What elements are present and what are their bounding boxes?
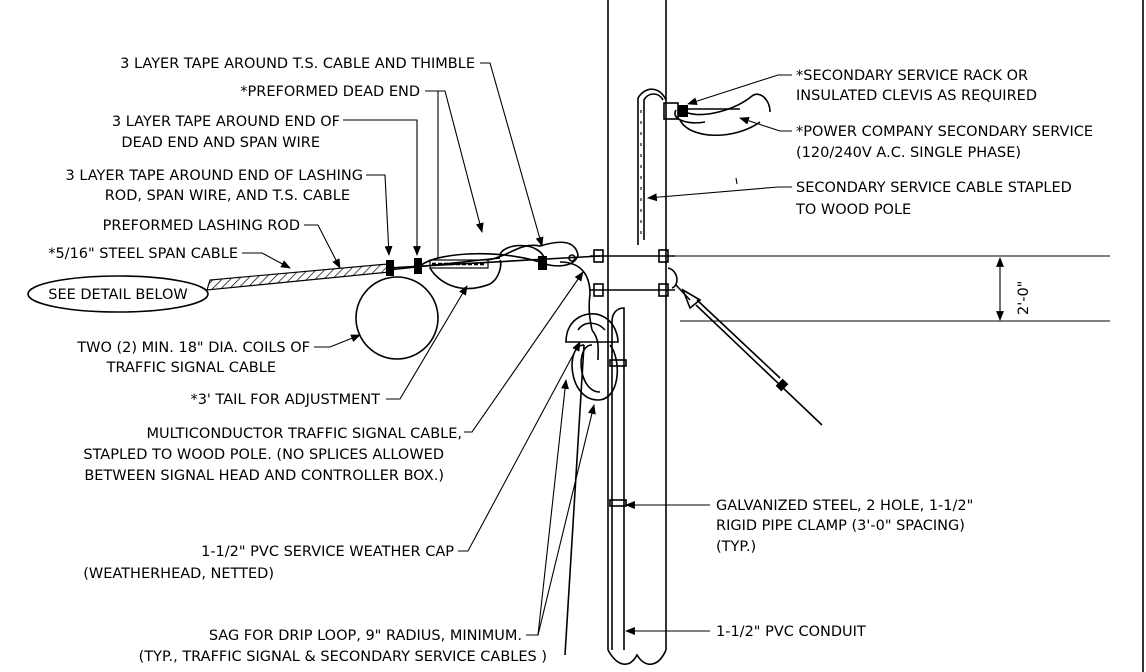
left-labels: 3 LAYER TAPE AROUND T.S. CABLE AND THIMB… [48,56,596,665]
label-steel-span: *5/16" STEEL SPAN CABLE [48,246,238,262]
right-labels: *SECONDARY SERVICE RACK OR INSULATED CLE… [625,68,1093,640]
wood-pole [607,0,667,665]
label-tape-dead-end-2: DEAD END AND SPAN WIRE [121,135,320,151]
label-power-company-2: (120/240V A.C. SINGLE PHASE) [796,145,1021,161]
label-weather-cap-1: 1-1/2" PVC SERVICE WEATHER CAP [201,544,454,560]
label-tape-lashing-2: ROD, SPAN WIRE, AND T.S. CABLE [105,188,350,204]
label-multiconductor-1: MULTICONDUCTOR TRAFFIC SIGNAL CABLE, [146,426,462,442]
label-weather-cap-2: (WEATHERHEAD, NETTED) [83,566,274,582]
label-multiconductor-2: STAPLED TO WOOD POLE. (NO SPLICES ALLOWE… [83,447,444,463]
label-service-cable-2: TO WOOD POLE [795,202,911,218]
bolt-hardware [568,249,675,297]
label-coils-1: TWO (2) MIN. 18" DIA. COILS OF [76,340,310,356]
label-pipe-clamp-1: GALVANIZED STEEL, 2 HOLE, 1-1/2" [716,498,973,514]
dimension-2ft: 2'-0" [675,255,1110,322]
label-drip-loop-2: (TYP., TRAFFIC SIGNAL & SECONDARY SERVIC… [139,649,547,665]
guy-wire [667,267,823,426]
secondary-service [637,88,771,245]
traffic-signal-cable [355,261,600,361]
label-pipe-clamp-2: RIGID PIPE CLAMP (3'-0" SPACING) [716,518,965,534]
pvc-conduit [609,307,627,650]
label-multiconductor-3: BETWEEN SIGNAL HEAD AND CONTROLLER BOX.) [84,468,444,484]
label-power-company-1: *POWER COMPANY SECONDARY SERVICE [796,124,1093,140]
label-service-rack-1: *SECONDARY SERVICE RACK OR [796,68,1028,84]
label-pvc-conduit: 1-1/2" PVC CONDUIT [716,624,866,640]
label-service-rack-2: INSULATED CLEVIS AS REQUIRED [796,88,1037,104]
label-pipe-clamp-3: (TYP.) [716,539,756,555]
label-tail: *3' TAIL FOR ADJUSTMENT [190,392,380,408]
label-preformed-dead-end: *PREFORMED DEAD END [240,84,420,100]
label-drip-loop-1: SAG FOR DRIP LOOP, 9" RADIUS, MINIMUM. [209,628,522,644]
label-tape-dead-end-1: 3 LAYER TAPE AROUND END OF [112,114,340,130]
label-service-cable-1: SECONDARY SERVICE CABLE STAPLED [796,180,1072,196]
label-coils-2: TRAFFIC SIGNAL CABLE [106,360,276,376]
label-lashing-rod: PREFORMED LASHING ROD [103,218,300,234]
label-tape-lashing-1: 3 LAYER TAPE AROUND END OF LASHING [66,168,364,184]
span-cable [206,241,601,291]
label-see-detail: SEE DETAIL BELOW [48,287,188,303]
dimension-label: 2'-0" [1016,281,1032,315]
label-tape-thimble: 3 LAYER TAPE AROUND T.S. CABLE AND THIMB… [120,56,475,72]
detail-callout [27,275,209,313]
